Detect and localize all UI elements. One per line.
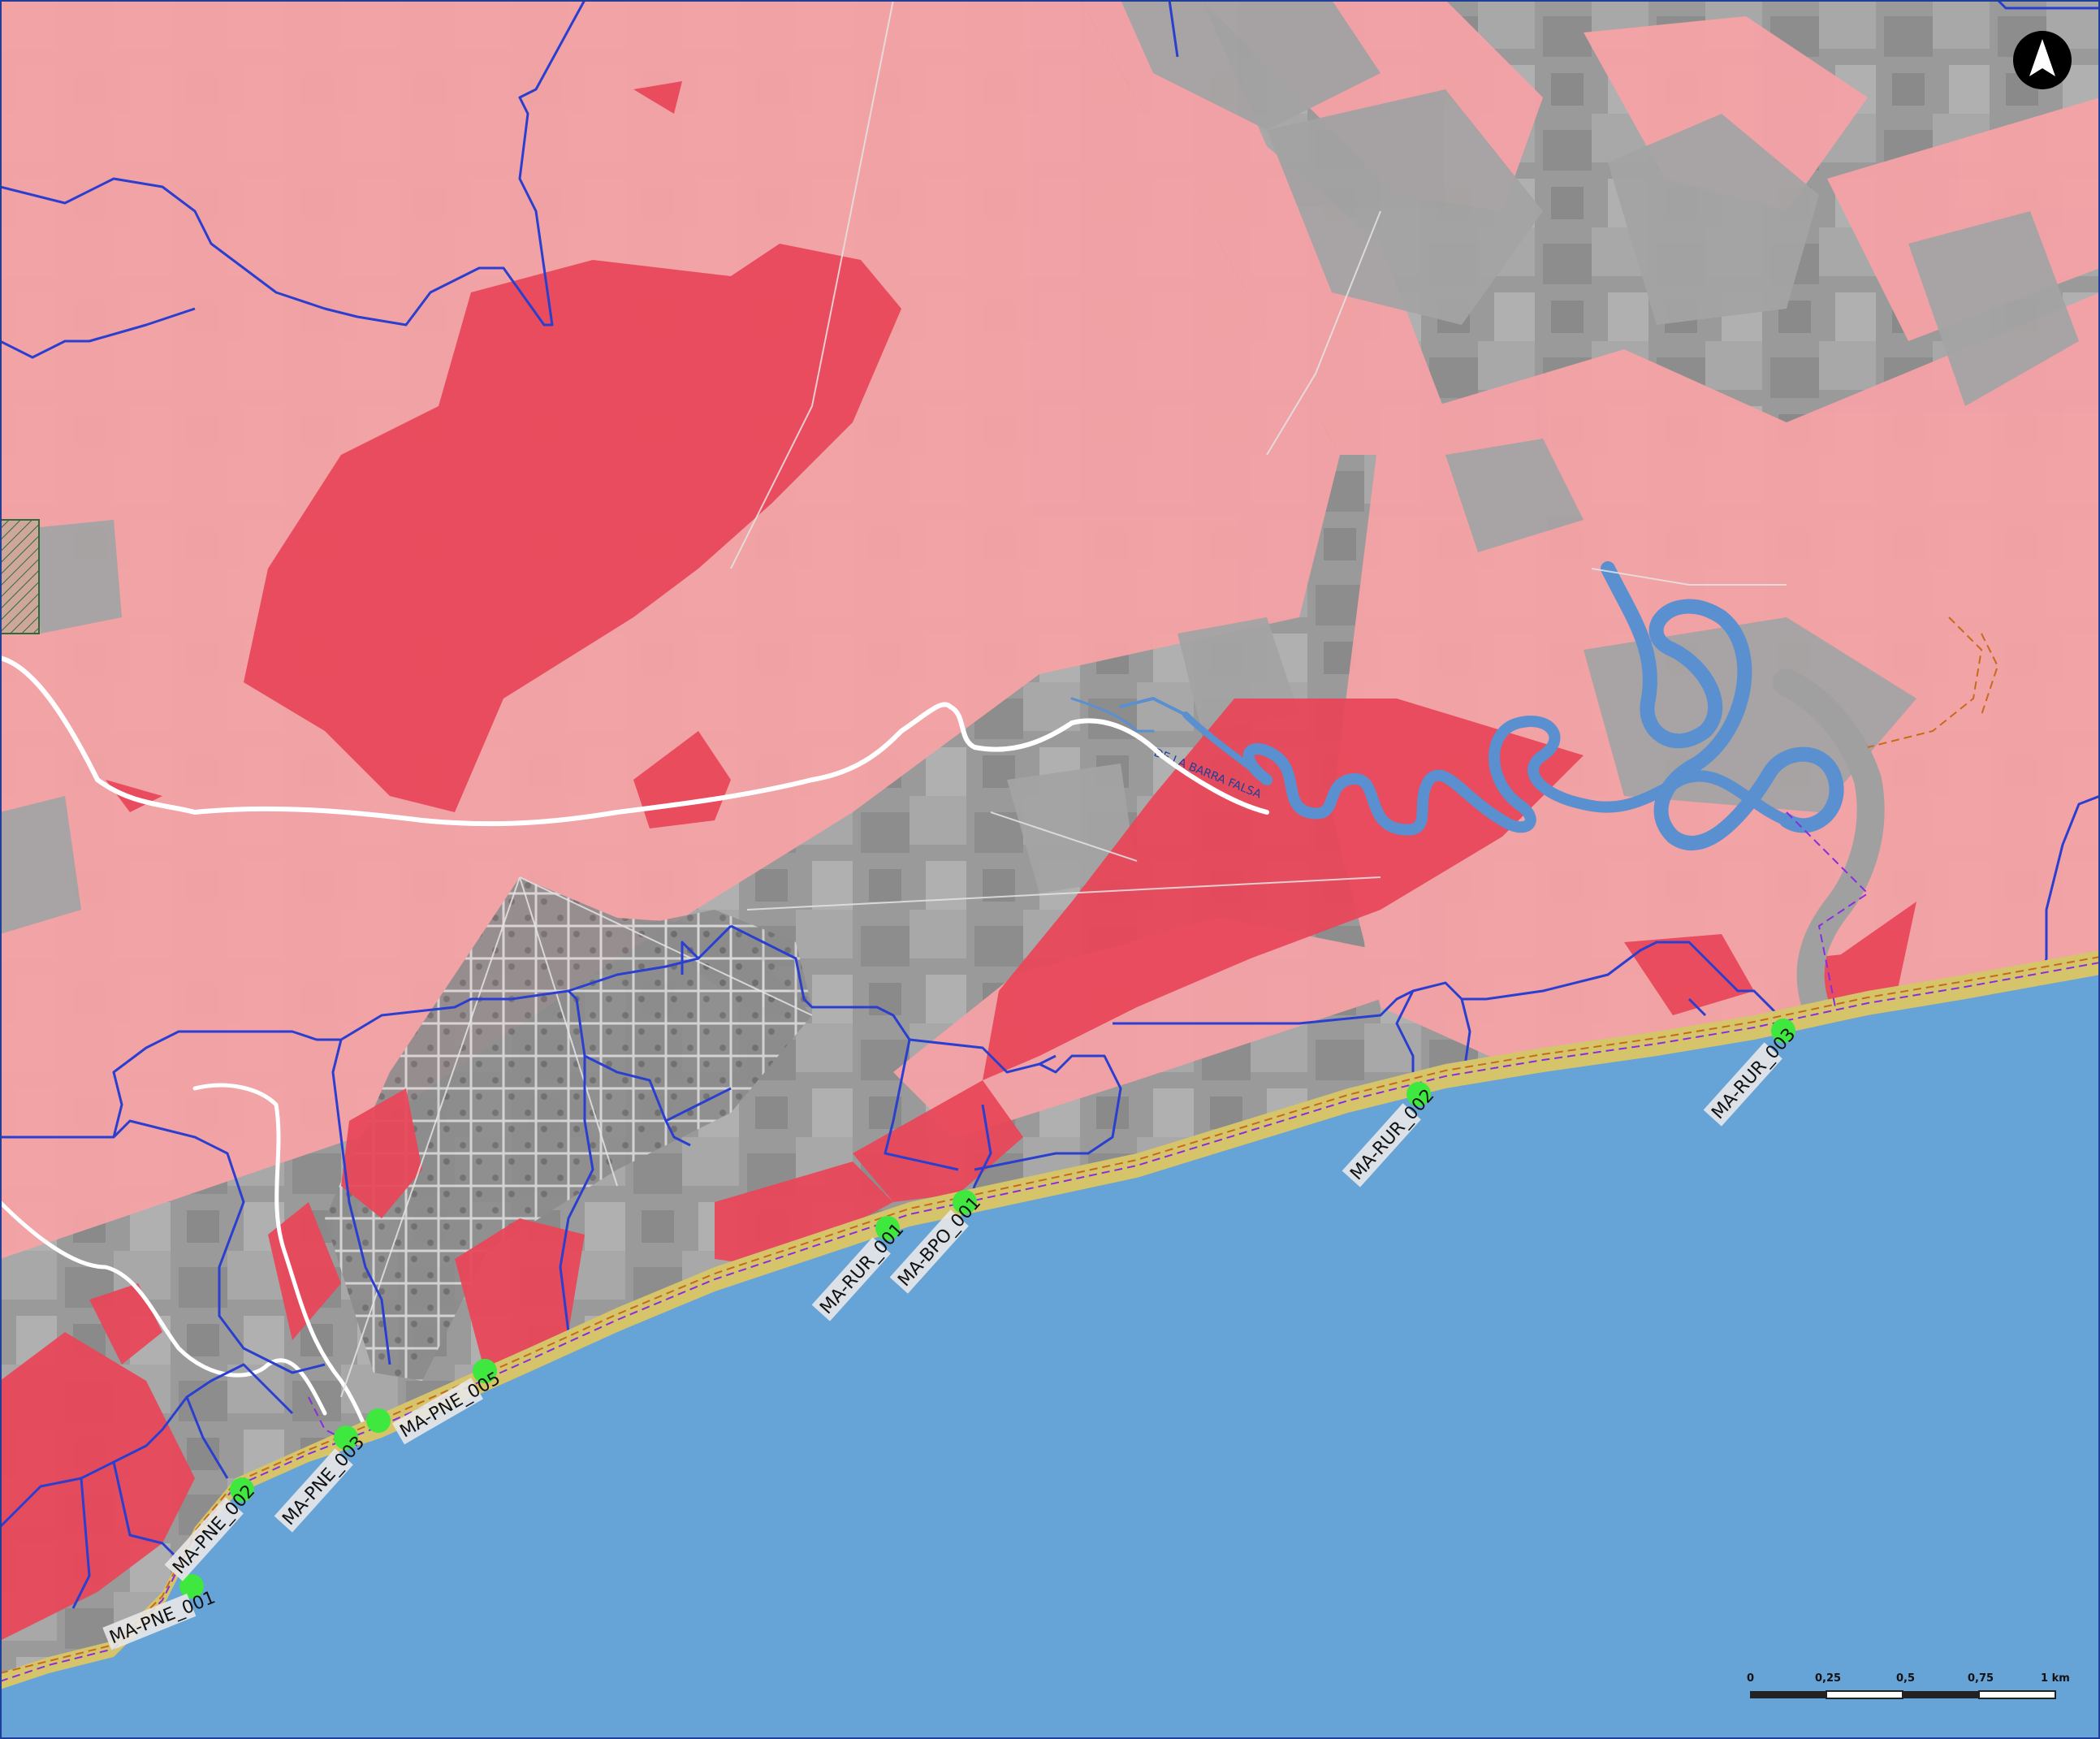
watershed-boundaries	[0, 0, 2100, 1609]
sample-point-rur-003[interactable]	[1771, 1019, 1795, 1043]
sample-point-pne-002[interactable]	[230, 1477, 254, 1502]
roads	[0, 655, 1821, 1448]
sample-point-rur-001[interactable]	[875, 1216, 900, 1240]
scale-tick-2: 0,5	[1896, 1672, 1915, 1685]
hatched-area	[0, 519, 40, 634]
river	[1070, 561, 1885, 1029]
sample-point-rur-002[interactable]	[1406, 1082, 1431, 1106]
non-flooded-areas	[0, 0, 2079, 934]
sea	[0, 975, 2100, 1739]
scale-tick-3: 0,75	[1968, 1672, 1994, 1685]
scale-bar: 0 0,25 0,5 0,75 1 km	[1747, 1672, 2070, 1699]
scale-bar-segment-3	[1903, 1691, 1979, 1698]
scale-tick-4: 1 km	[2041, 1672, 2070, 1685]
scale-tick-1: 0,25	[1815, 1672, 1841, 1685]
town-area	[325, 877, 812, 1381]
town-area-east	[633, 910, 812, 1007]
sample-point-pne-005[interactable]	[473, 1359, 497, 1383]
sample-point-bpo-001[interactable]	[953, 1190, 977, 1214]
sample-points	[179, 1019, 1795, 1598]
north-arrow	[2013, 31, 2072, 89]
sample-point-pne-001[interactable]	[179, 1574, 204, 1598]
scale-bar-segment-2	[1826, 1690, 1903, 1699]
sample-point-pne-004[interactable]	[366, 1408, 391, 1433]
sample-point-pne-003[interactable]	[334, 1425, 358, 1450]
scale-bar-segment-1	[1750, 1691, 1826, 1698]
minor-roads	[340, 0, 1787, 1398]
scale-tick-0: 0	[1747, 1672, 1754, 1685]
scale-bar-segment-4	[1978, 1690, 2056, 1699]
